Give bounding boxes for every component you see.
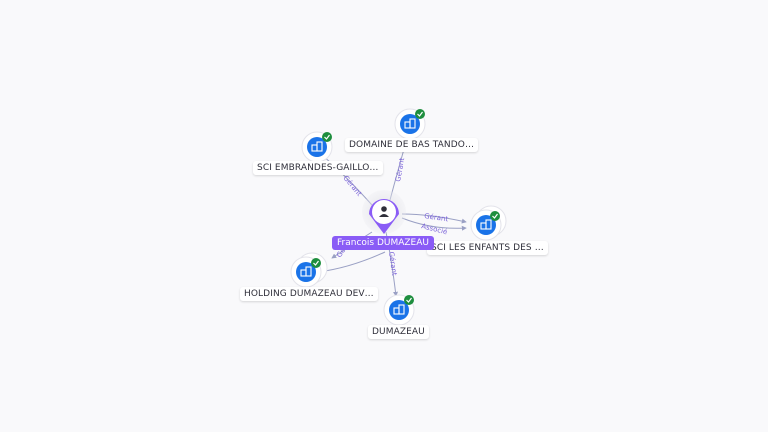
building-icon [300, 266, 312, 277]
building-icon [404, 118, 416, 129]
company-label-c4[interactable]: HOLDING DUMAZEAU DEV… [240, 287, 378, 301]
verified-check-icon [404, 295, 414, 305]
company-label-c2[interactable]: SCI EMBRANDES-GAILLO… [253, 161, 383, 175]
company-node-c3[interactable] [470, 205, 507, 241]
verified-check-icon [490, 211, 500, 221]
company-label-c1[interactable]: DOMAINE DE BAS TANDO… [345, 138, 479, 152]
person-icon [379, 206, 389, 217]
person-name-label[interactable]: Francois DUMAZEAU [332, 236, 434, 250]
building-icon [480, 219, 492, 230]
edge-person-c3-a [401, 213, 467, 224]
edge-label-c3-a: Gérant [424, 212, 449, 223]
verified-check-icon [415, 109, 425, 119]
company-node-c2[interactable] [301, 131, 333, 163]
edge-label-c1: Gérant [394, 157, 406, 182]
edge-person-c3-b [401, 217, 467, 231]
company-label-c5[interactable]: DUMAZEAU [368, 325, 429, 339]
company-node-c1[interactable] [394, 108, 426, 140]
company-node-c5[interactable] [383, 294, 415, 326]
building-icon [311, 141, 323, 152]
edge-label-c5: Gérant [387, 251, 398, 276]
building-icon [393, 304, 405, 315]
verified-check-icon [322, 132, 332, 142]
person-node[interactable] [362, 190, 406, 234]
company-node-c4[interactable] [290, 252, 328, 288]
edge-person-c4 [317, 251, 386, 274]
edge-label-c3-b: Associé [421, 222, 449, 236]
company-label-c3[interactable]: SCI LES ENFANTS DES … [427, 241, 548, 255]
verified-check-icon [311, 258, 321, 268]
edge-label-c2: Gérant [341, 174, 363, 198]
